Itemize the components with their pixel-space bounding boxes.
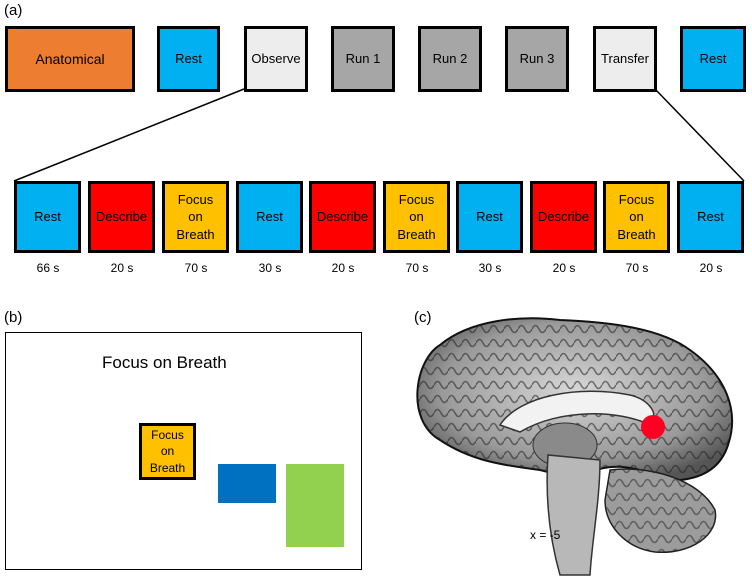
green-bar [286,464,344,547]
panel-label-a: (a) [4,2,23,19]
run-block-duration: 70 s [625,261,649,275]
session-block-label: Observe [251,51,301,67]
run-block-8: Describe [530,181,597,253]
session-block-2: Rest [157,26,220,92]
run-block-2: Describe [88,181,155,253]
run-block-duration: 70 s [405,261,429,275]
session-block-label: Run 3 [519,51,555,67]
run-block-label: Describe [95,209,148,225]
session-block-6: Run 3 [505,26,569,92]
run-block-7: Rest [456,181,523,253]
run-block-10: Rest [677,181,744,253]
session-block-4: Run 1 [331,26,395,92]
run-block-duration: 20 s [552,261,576,275]
screen-title: Focus on Breath [102,353,227,372]
focus-cue-box: Focus on Breath [139,423,196,480]
panel-label-c: (c) [414,309,432,326]
session-block-label: Rest [699,51,727,67]
run-block-label: Focus on Breath [397,191,436,242]
session-block-5: Run 2 [418,26,482,92]
session-block-7: Transfer [593,26,657,92]
session-block-label: Rest [175,51,202,67]
run-block-4: Rest [236,181,303,253]
session-block-8: Rest [680,26,746,92]
run-block-label: Rest [256,209,283,225]
run-block-6: Focus on Breath [383,181,450,253]
run-block-label: Rest [476,209,503,225]
panel-label-b: (b) [4,309,23,326]
run-block-3: Focus on Breath [162,181,229,253]
run-block-label: Rest [34,209,61,225]
task-screen: Focus on Breath Focus on Breath [5,332,362,570]
blue-bar [218,464,276,503]
coordinate-label: x = -5 [530,528,561,542]
session-block-3: Observe [244,26,308,92]
run-block-label: Describe [537,209,590,225]
session-block-label: Run 1 [345,51,381,67]
run-block-duration: 66 s [36,261,60,275]
session-block-1: Anatomical [5,26,135,92]
run-block-5: Describe [309,181,376,253]
run-block-label: Focus on Breath [176,191,215,242]
focus-cue-label: Focus on Breath [149,428,186,475]
run-block-duration: 20 s [110,261,134,275]
roi-marker [641,415,665,439]
run-block-duration: 30 s [258,261,282,275]
session-block-label: Transfer [601,51,649,67]
run-block-duration: 70 s [184,261,208,275]
run-block-1: Rest [14,181,81,253]
run-block-duration: 20 s [699,261,723,275]
run-block-9: Focus on Breath [603,181,670,253]
run-block-label: Describe [316,209,369,225]
session-block-label: Anatomical [35,50,105,67]
run-block-duration: 20 s [331,261,355,275]
session-block-label: Run 2 [432,51,468,67]
run-block-label: Focus on Breath [617,191,656,242]
run-block-label: Rest [697,209,724,225]
run-block-duration: 30 s [478,261,502,275]
